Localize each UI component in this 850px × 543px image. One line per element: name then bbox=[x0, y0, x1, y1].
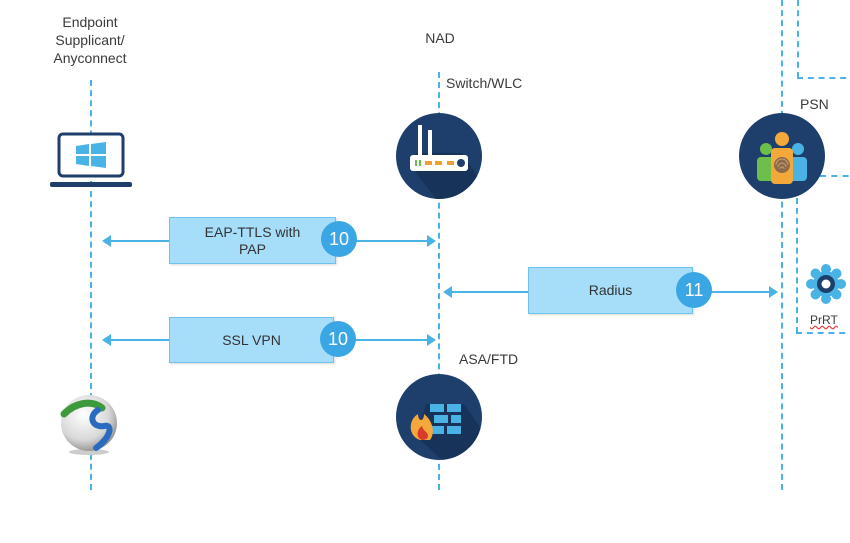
users-fingerprint-icon bbox=[739, 113, 825, 199]
radius-message-box: Radius bbox=[528, 267, 693, 314]
arrow-head-right bbox=[427, 235, 436, 247]
psn-region-lower-top bbox=[820, 175, 850, 177]
asa-ftd-label: ASA/FTD bbox=[459, 351, 519, 367]
psn-region-upper-border bbox=[797, 0, 799, 78]
eap-ttls-label-line2: PAP bbox=[239, 240, 266, 257]
step-badge-eap-ttls: 10 bbox=[321, 221, 357, 257]
arrow-head-right bbox=[769, 286, 778, 298]
eap-ttls-message-box: EAP-TTLS with PAP bbox=[169, 217, 336, 264]
endpoint-heading-line3: Anyconnect bbox=[53, 50, 127, 66]
eap-ttls-label-line1: EAP-TTLS with bbox=[204, 223, 301, 240]
nad-heading: NAD bbox=[425, 30, 455, 46]
wireless-router-icon bbox=[396, 113, 482, 199]
psn-region-lower-border bbox=[796, 198, 798, 333]
psn-heading: PSN bbox=[800, 96, 829, 112]
prrt-label: PrRT bbox=[810, 313, 838, 327]
ssl-vpn-label: SSL VPN bbox=[222, 331, 281, 348]
windows-laptop-icon bbox=[50, 132, 134, 190]
anyconnect-globe-icon bbox=[58, 392, 120, 458]
firewall-icon bbox=[396, 374, 482, 460]
step-badge-ssl-vpn: 10 bbox=[320, 321, 356, 357]
arrow-head-left bbox=[102, 235, 111, 247]
psn-region-upper-bottom bbox=[797, 77, 850, 79]
step-badge-radius: 11 bbox=[676, 272, 712, 308]
psn-region-lower-bottom bbox=[796, 332, 850, 334]
endpoint-heading: Endpoint Supplicant/ Anyconnect bbox=[30, 13, 150, 67]
psn-lifeline bbox=[781, 0, 783, 490]
endpoint-heading-line2: Supplicant/ bbox=[55, 32, 125, 48]
radius-label: Radius bbox=[588, 282, 633, 298]
switch-wlc-label: Switch/WLC bbox=[446, 75, 523, 91]
gear-icon bbox=[805, 263, 847, 305]
nad-lifeline bbox=[438, 72, 440, 490]
arrow-head-left bbox=[102, 334, 111, 346]
endpoint-lifeline bbox=[90, 80, 92, 490]
arrow-head-right bbox=[427, 334, 436, 346]
endpoint-heading-line1: Endpoint bbox=[62, 14, 118, 30]
ssl-vpn-message-box: SSL VPN bbox=[169, 317, 334, 363]
arrow-head-left bbox=[443, 286, 452, 298]
